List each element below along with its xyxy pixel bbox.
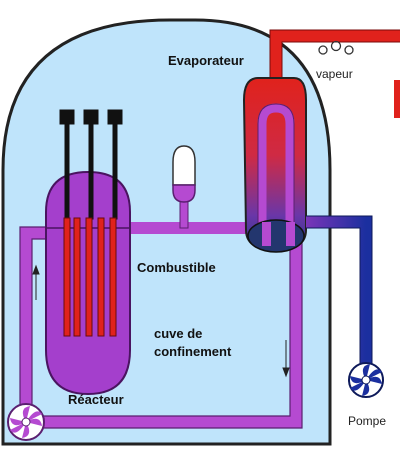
label-steam: vapeur bbox=[316, 67, 353, 81]
label-containment-line2: confinement bbox=[154, 344, 232, 359]
flow-arrows bbox=[32, 264, 290, 378]
fuel-rods bbox=[63, 217, 117, 337]
feedwater-line bbox=[306, 215, 373, 372]
label-containment-line1: cuve de bbox=[154, 326, 202, 341]
steam-generator bbox=[242, 77, 307, 253]
label-pump: Pompe bbox=[348, 414, 386, 428]
bubbles-icon bbox=[318, 40, 354, 55]
control-rods bbox=[59, 109, 123, 220]
label-evaporator: Evaporateur bbox=[168, 53, 244, 68]
secondary-pump-icon bbox=[348, 362, 384, 398]
turbine-edge bbox=[394, 80, 400, 118]
primary-pump-icon bbox=[7, 403, 45, 441]
pressurizer bbox=[172, 145, 196, 229]
label-fuel: Combustible bbox=[137, 260, 216, 275]
label-reactor: Réacteur bbox=[68, 392, 124, 407]
